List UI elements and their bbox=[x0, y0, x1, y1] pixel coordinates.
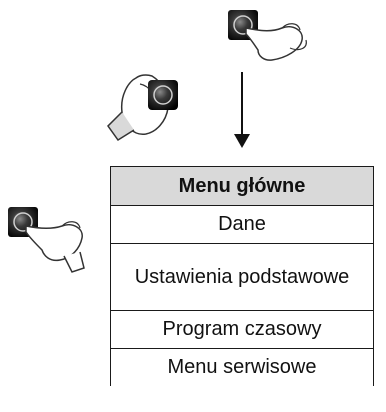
left-press-hand-icon bbox=[8, 207, 85, 273]
menu-title: Menu główne bbox=[110, 166, 374, 206]
top-press-hand-icon bbox=[228, 10, 307, 61]
knob-icon bbox=[148, 80, 178, 110]
menu-item-ustawienia-podstawowe[interactable]: Ustawienia podstawowe bbox=[110, 243, 374, 311]
arrow-down-icon bbox=[234, 72, 250, 148]
middle-rotate-hand-icon bbox=[107, 74, 178, 142]
main-menu-table: Menu główne Dane Ustawienia podstawowe P… bbox=[110, 166, 374, 386]
menu-item-dane[interactable]: Dane bbox=[110, 205, 374, 244]
menu-item-menu-serwisowe[interactable]: Menu serwisowe bbox=[110, 348, 374, 386]
menu-item-program-czasowy[interactable]: Program czasowy bbox=[110, 310, 374, 349]
